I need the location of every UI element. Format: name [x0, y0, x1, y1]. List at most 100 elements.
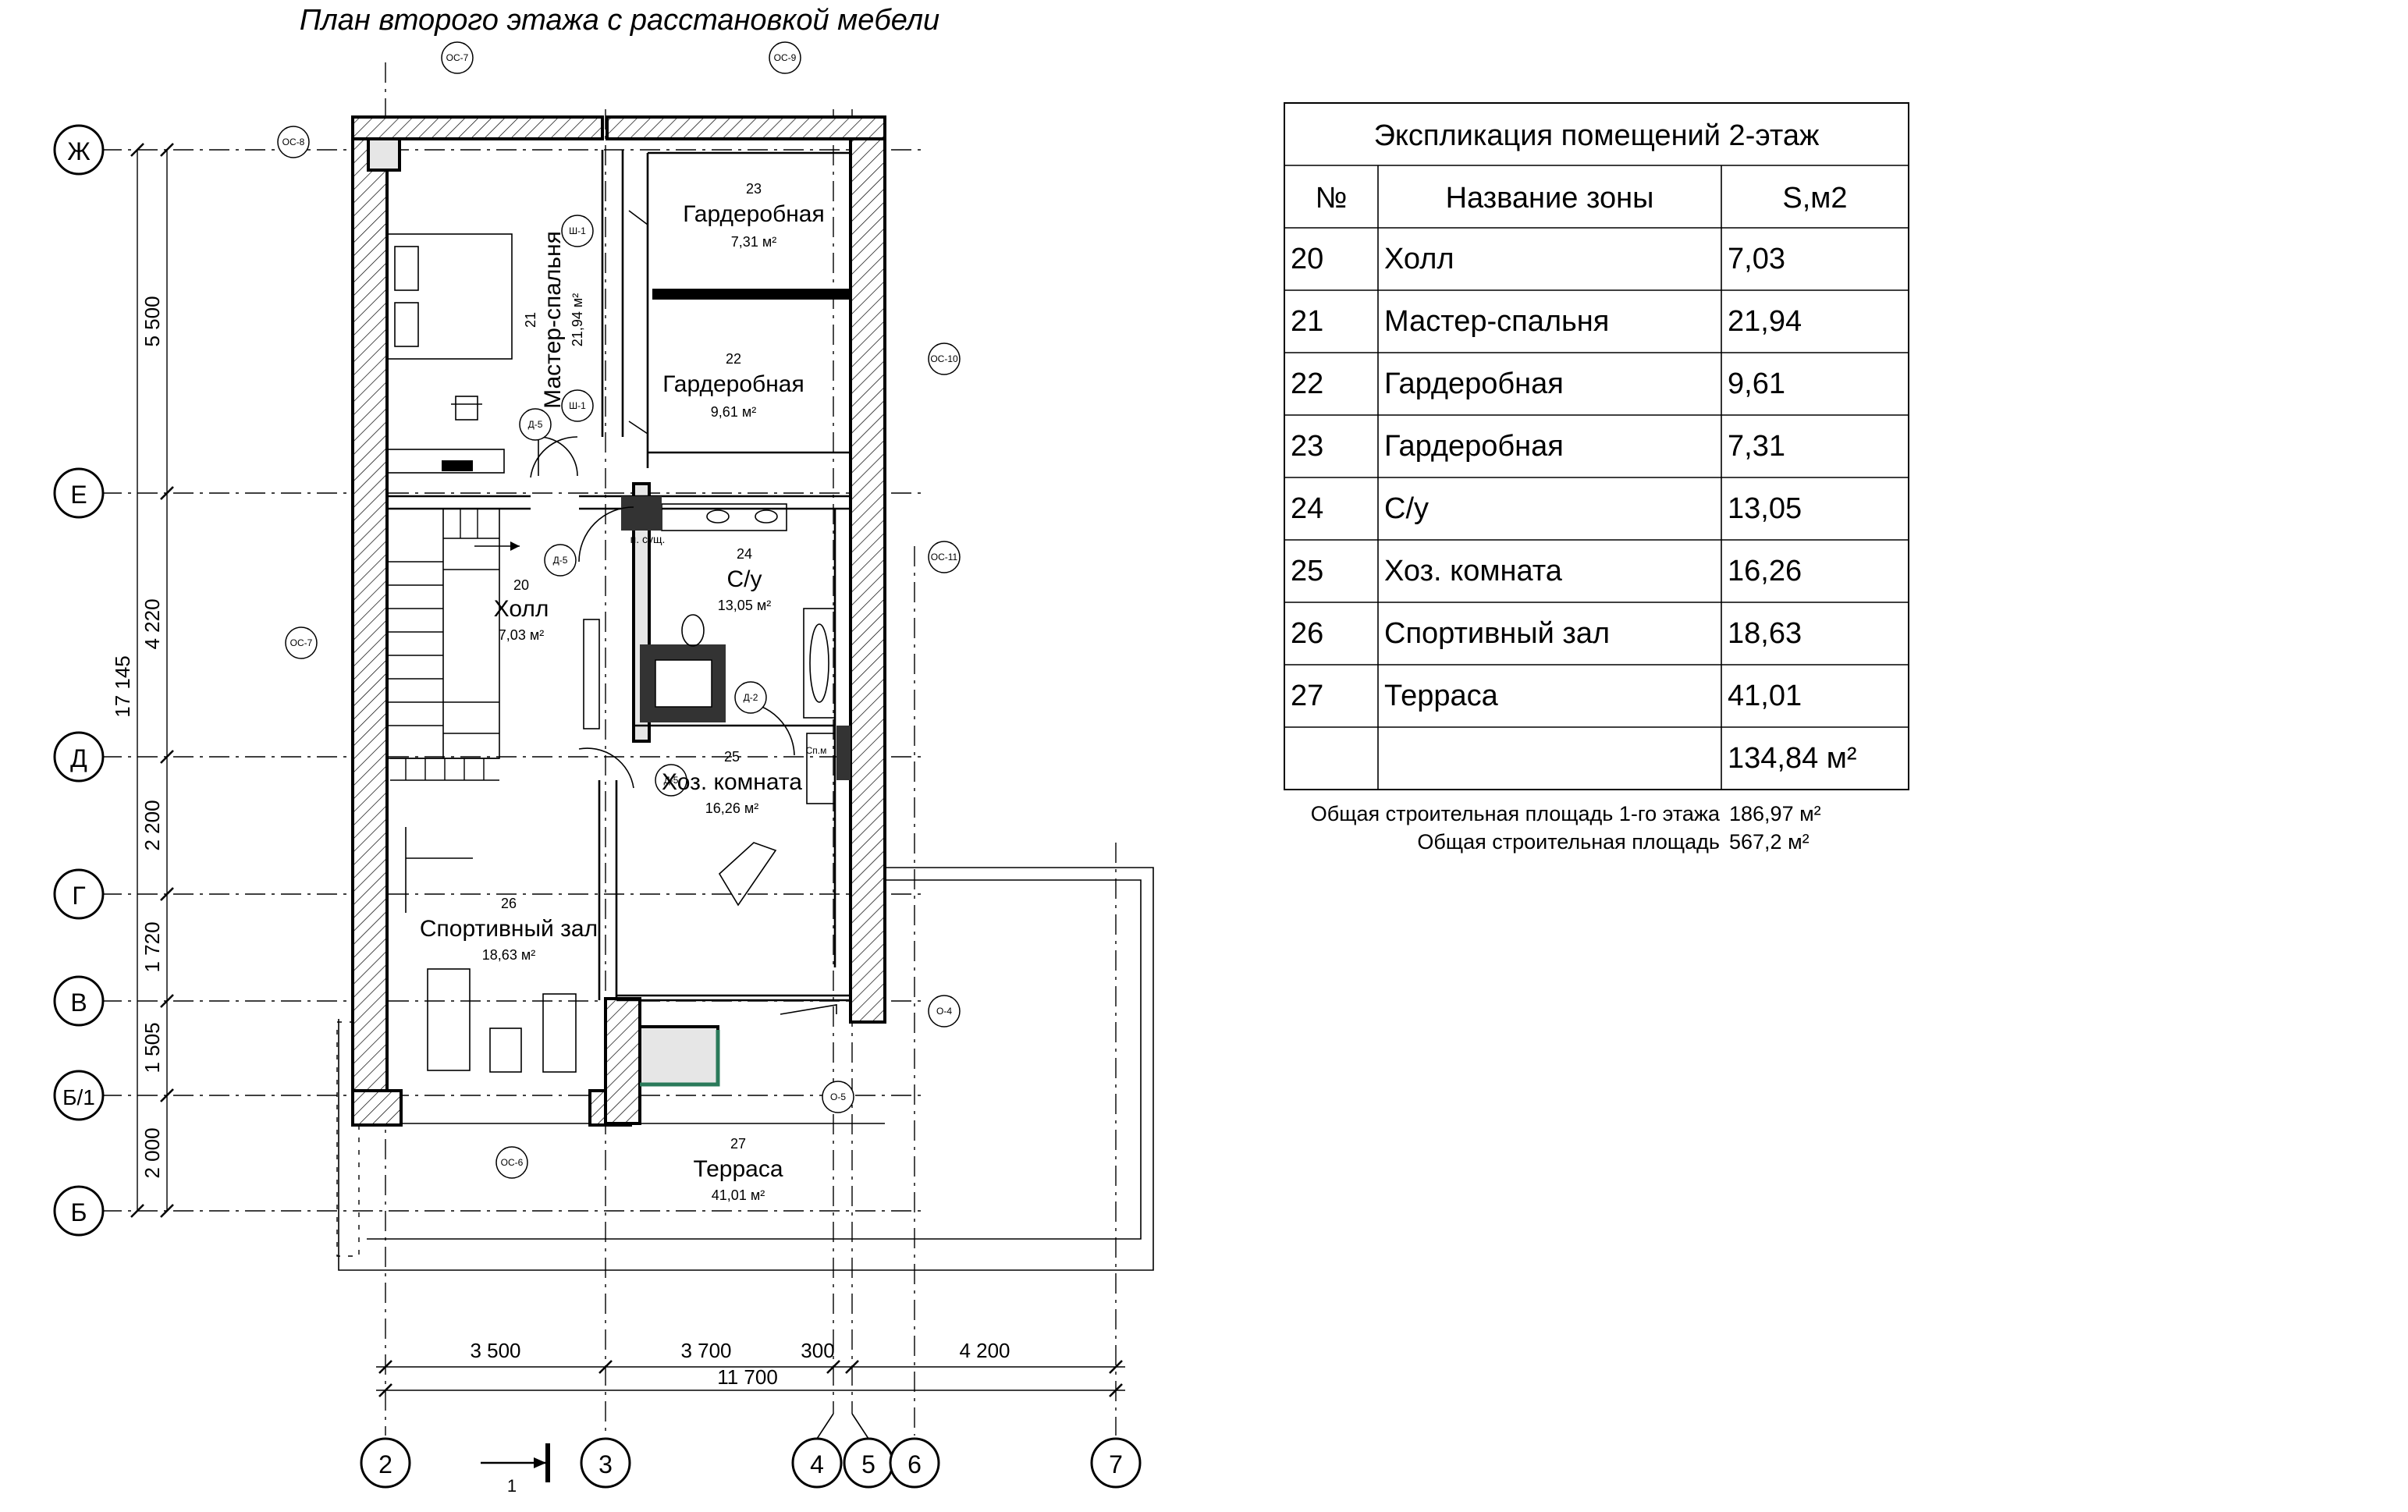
svg-text:18,63: 18,63 — [1728, 617, 1802, 650]
svg-text:Холл: Холл — [494, 596, 549, 622]
room-label-27: 27 Терраса 41,01 м² — [693, 1136, 783, 1203]
grid-row-bubbles: Ж Е Д Г В Б/1 Б — [53, 124, 105, 1237]
header-area: S,м2 — [1782, 182, 1847, 215]
svg-text:4: 4 — [810, 1450, 824, 1478]
svg-text:25: 25 — [1291, 555, 1323, 587]
svg-text:22: 22 — [1291, 367, 1323, 400]
svg-text:27: 27 — [1291, 680, 1323, 712]
svg-text:Д: Д — [70, 744, 87, 772]
room-label-26: 26 Спортивный зал 18,63 м² — [420, 896, 598, 963]
plan-title: План второго этажа с расстановкой мебели — [300, 4, 939, 37]
svg-text:20: 20 — [1291, 243, 1323, 275]
svg-text:2 200: 2 200 — [140, 800, 164, 850]
svg-text:п. сущ.: п. сущ. — [630, 533, 666, 545]
room-label-20: 20 Холл 7,03 м² — [494, 577, 549, 643]
room-labels: 23 Гардеробная 7,31 м² 21 Мастер-спальня… — [420, 181, 825, 1203]
svg-text:7,03 м²: 7,03 м² — [499, 627, 544, 643]
svg-text:21,94: 21,94 — [1728, 305, 1802, 338]
header-zone-name: Название зоны — [1446, 182, 1654, 215]
svg-text:13,05 м²: 13,05 м² — [718, 598, 771, 613]
summary-total-value: 567,2 м² — [1729, 830, 1810, 854]
svg-text:Терраса: Терраса — [693, 1156, 783, 1182]
svg-text:Сп.м: Сп.м — [806, 745, 827, 756]
table-row: 23 Гардеробная 7,31 — [1291, 430, 1785, 463]
svg-text:25: 25 — [724, 749, 740, 765]
svg-text:Мастер-спальня: Мастер-спальня — [540, 231, 566, 409]
svg-text:ОС-9: ОС-9 — [774, 52, 797, 63]
explication-table: Экспликация помещений 2-этаж № Название … — [1284, 102, 1909, 790]
svg-text:6: 6 — [907, 1450, 922, 1478]
element-tags: ОС-7 ОС-9 ОС-8 ОС-10 ОС-11 ОС-7 ОС-6 О-4… — [277, 41, 961, 1179]
svg-text:Е: Е — [70, 481, 87, 509]
room-label-21: 21 Мастер-спальня 21,94 м² — [523, 231, 585, 409]
header-number: № — [1316, 182, 1348, 215]
svg-text:2 000: 2 000 — [140, 1127, 164, 1178]
summary-first-floor-label: Общая строительная площадь 1-го этажа — [1311, 802, 1721, 825]
svg-text:2: 2 — [378, 1450, 392, 1478]
svg-text:С/у: С/у — [1384, 492, 1429, 525]
total-area: 134,84 м² — [1728, 742, 1857, 775]
svg-text:24: 24 — [737, 546, 752, 562]
staircase — [386, 508, 520, 781]
svg-text:1: 1 — [507, 1476, 517, 1496]
svg-text:Б/1: Б/1 — [62, 1085, 95, 1109]
svg-text:Холл: Холл — [1384, 243, 1454, 275]
svg-text:20: 20 — [513, 577, 529, 593]
svg-text:1 720: 1 720 — [140, 921, 164, 972]
svg-text:24: 24 — [1291, 492, 1323, 525]
svg-text:Мастер-спальня: Мастер-спальня — [1384, 305, 1609, 338]
grid-column-bubbles: 2 3 4 5 6 7 — [360, 1413, 1142, 1489]
svg-text:26: 26 — [501, 896, 517, 911]
svg-text:27: 27 — [730, 1136, 746, 1152]
svg-text:3 500: 3 500 — [470, 1339, 520, 1362]
svg-text:Д-2: Д-2 — [744, 692, 758, 703]
table-row: 26 Спортивный зал 18,63 — [1291, 617, 1802, 650]
area-summary: Общая строительная площадь 1-го этажа 18… — [1311, 802, 1821, 854]
svg-text:3: 3 — [598, 1450, 613, 1478]
svg-text:41,01: 41,01 — [1728, 680, 1802, 712]
room-label-25: 25 Хоз. комната 16,26 м² — [662, 749, 802, 816]
svg-text:Гардеробная: Гардеробная — [662, 371, 804, 397]
svg-text:4 220: 4 220 — [140, 598, 164, 649]
svg-text:4 200: 4 200 — [959, 1339, 1010, 1362]
svg-text:Ж: Ж — [67, 137, 91, 165]
svg-text:Хоз. комната: Хоз. комната — [662, 769, 802, 795]
explication-title: Экспликация помещений 2-этаж — [1374, 119, 1820, 152]
exterior-walls — [351, 115, 886, 1127]
summary-total-label: Общая строительная площадь — [1417, 830, 1720, 854]
svg-text:Б: Б — [71, 1198, 87, 1226]
svg-text:ОС-11: ОС-11 — [931, 552, 958, 563]
svg-text:О-5: О-5 — [830, 1091, 846, 1102]
svg-text:Спортивный зал: Спортивный зал — [420, 916, 598, 942]
overall-height-dimension: 17 145 — [111, 655, 134, 718]
room-label-22: 22 Гардеробная 9,61 м² — [662, 351, 804, 420]
svg-text:9,61: 9,61 — [1728, 367, 1785, 400]
svg-text:7,03: 7,03 — [1728, 243, 1785, 275]
grid-lines-vertical — [385, 62, 1117, 1436]
table-row: 25 Хоз. комната 16,26 — [1291, 555, 1802, 587]
svg-text:Спортивный зал: Спортивный зал — [1384, 617, 1610, 650]
svg-text:Хоз. комната: Хоз. комната — [1384, 555, 1563, 587]
svg-text:Д-5: Д-5 — [528, 419, 543, 430]
svg-text:13,05: 13,05 — [1728, 492, 1802, 525]
svg-text:22: 22 — [726, 351, 741, 367]
svg-text:7,31 м²: 7,31 м² — [731, 234, 776, 250]
svg-text:В: В — [70, 988, 87, 1017]
summary-first-floor-value: 186,97 м² — [1729, 802, 1821, 825]
svg-text:Д-5: Д-5 — [553, 555, 568, 566]
svg-text:ОС-7: ОС-7 — [290, 637, 313, 648]
svg-text:С/у: С/у — [727, 566, 762, 592]
left-dimension-chain: 5 500 4 220 2 200 1 720 1 505 2 000 17 1… — [111, 143, 174, 1218]
svg-text:Гардеробная: Гардеробная — [683, 201, 824, 227]
svg-text:ОС-7: ОС-7 — [446, 52, 469, 63]
svg-text:16,26 м²: 16,26 м² — [705, 800, 758, 816]
grid-lines-horizontal — [101, 149, 921, 1212]
svg-text:7,31: 7,31 — [1728, 430, 1785, 463]
svg-text:1 505: 1 505 — [140, 1022, 164, 1073]
svg-text:5 500: 5 500 — [140, 296, 164, 346]
bottom-dimension-chain: 3 500 3 700 300 4 200 11 700 — [376, 1339, 1125, 1397]
section-mark: 1 — [481, 1443, 550, 1496]
svg-text:16,26: 16,26 — [1728, 555, 1802, 587]
svg-text:18,63 м²: 18,63 м² — [482, 947, 535, 963]
